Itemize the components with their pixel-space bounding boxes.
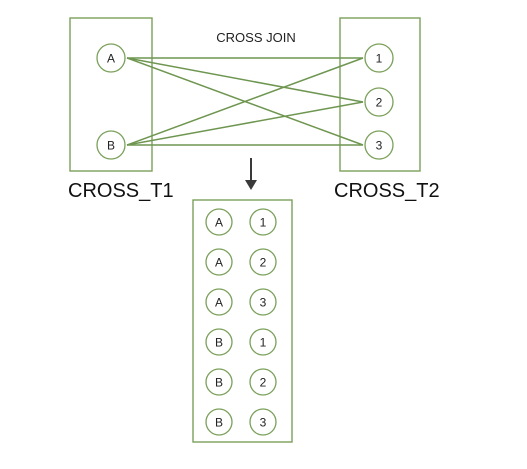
left-row-a: A — [96, 43, 126, 73]
result-row-right-value: 1 — [249, 328, 277, 356]
join-link-b-1 — [126, 57, 364, 146]
result-row-right-value: 2 — [249, 368, 277, 396]
arrow-down-icon — [245, 158, 257, 190]
result-row-left-value-circle — [205, 288, 233, 316]
result-row-left-value: A — [205, 248, 233, 276]
join-links — [126, 57, 364, 146]
right-row-3: 3 — [364, 130, 394, 160]
right-row-1-circle — [364, 43, 394, 73]
result-row-right-value-circle — [249, 408, 277, 436]
result-row-right-value: 3 — [249, 408, 277, 436]
left-row-b-circle — [96, 130, 126, 160]
result-table-box — [192, 199, 293, 443]
result-row-left-value-label: B — [215, 336, 223, 350]
result-row-left-value: A — [205, 288, 233, 316]
result-row-left-value-label: A — [215, 216, 223, 230]
left-row-b: B — [96, 130, 126, 160]
result-row-right-value-label: 3 — [260, 296, 267, 310]
left-row-a-circle — [96, 43, 126, 73]
left-row-a-label: A — [107, 52, 115, 66]
right-row-1: 1 — [364, 43, 394, 73]
result-row-right-value-label: 2 — [260, 256, 267, 270]
result-row-left-value: A — [205, 208, 233, 236]
join-link-a-2 — [126, 57, 364, 103]
left-row-b-label: B — [107, 139, 115, 153]
diagram-title: CROSS JOIN — [216, 30, 295, 45]
result-row-left-value: B — [205, 408, 233, 436]
result-row-left-value: B — [205, 368, 233, 396]
right-row-3-label: 3 — [376, 139, 383, 153]
result-row-right-value-circle — [249, 328, 277, 356]
result-row-right-value-label: 1 — [260, 216, 267, 230]
result-row-right-value-label: 3 — [260, 416, 267, 430]
result-row-left-value-circle — [205, 208, 233, 236]
right-row-2-circle — [364, 87, 394, 117]
result-row-right-value-circle — [249, 248, 277, 276]
result-row-right-value: 3 — [249, 288, 277, 316]
left-table-name: CROSS_T1 — [68, 180, 174, 202]
result-row-left-value-circle — [205, 408, 233, 436]
result-row-right-value-circle — [249, 368, 277, 396]
result-row-left-value-circle — [205, 368, 233, 396]
result-row-right-value-label: 2 — [260, 376, 267, 390]
result-row-left-value: B — [205, 328, 233, 356]
left-table-rows: AB — [96, 43, 126, 160]
right-row-2-label: 2 — [376, 96, 383, 110]
right-row-2: 2 — [364, 87, 394, 117]
result-row-right-value-label: 1 — [260, 336, 267, 350]
result-row-right-value: 2 — [249, 248, 277, 276]
result-row-left-value-label: A — [215, 256, 223, 270]
result-row-left-value-circle — [205, 328, 233, 356]
result-row-right-value: 1 — [249, 208, 277, 236]
result-row-left-value-label: A — [215, 296, 223, 310]
result-row-left-value-label: B — [215, 416, 223, 430]
left-table-box — [69, 17, 153, 172]
result-row-right-value-circle — [249, 288, 277, 316]
result-row-right-value-circle — [249, 208, 277, 236]
join-link-b-2 — [126, 101, 364, 146]
result-row-left-value-circle — [205, 248, 233, 276]
right-table-box — [339, 17, 421, 172]
right-table-name: CROSS_T2 — [334, 180, 440, 202]
right-row-1-label: 1 — [376, 52, 383, 66]
right-table-rows: 1 2 3 — [364, 43, 394, 160]
result-row-left-value-label: B — [215, 376, 223, 390]
right-row-3-circle — [364, 130, 394, 160]
